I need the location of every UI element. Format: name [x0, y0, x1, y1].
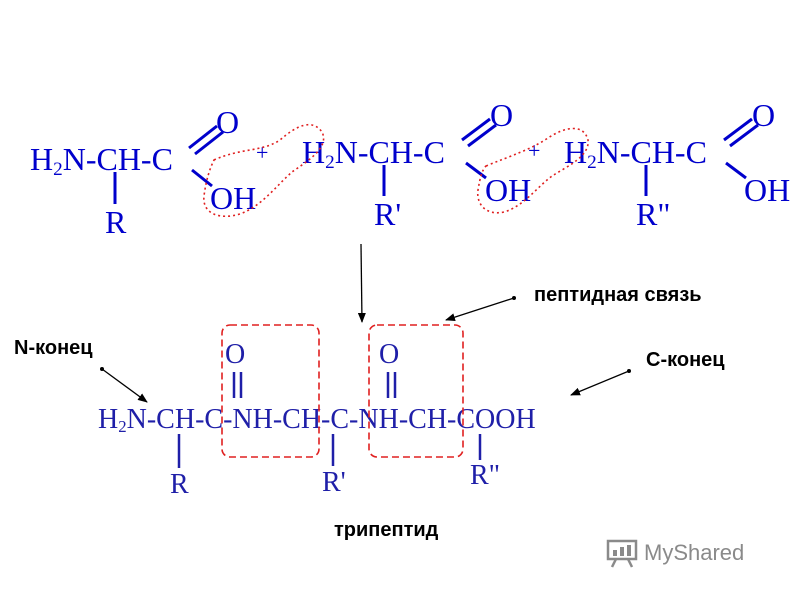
reactant-3-formula: H2N-CH-C: [564, 136, 707, 172]
subscript-2: 2: [587, 151, 597, 173]
hydrogen-symbol: H: [98, 404, 119, 435]
peptide-bond-box-1: [221, 324, 320, 458]
product-side-chain-1: R: [170, 469, 189, 500]
backbone-text: N-CH-C: [596, 134, 707, 170]
reactant-3-hydroxyl: OH: [744, 172, 791, 208]
backbone-text: N-CH-C-NH-CH-C-NH-CH-COOH: [126, 404, 536, 435]
product-formula: H2N-CH-C-NH-CH-C-NH-CH-COOH: [98, 406, 536, 436]
subscript-2: 2: [325, 151, 335, 173]
carbonyl-double-bond-b: [729, 123, 759, 148]
hydroxyl-bond: [191, 168, 213, 188]
reactant-1-bonds: [113, 124, 224, 204]
watermark-text: MyShared: [644, 540, 745, 565]
reactant-2-oxygen: O: [490, 97, 514, 133]
reactant-2-hydroxyl: OH: [485, 172, 532, 208]
reactant-2-formula: H2N-CH-C: [302, 136, 445, 172]
peptide-bond-label: пептидная связь: [534, 284, 702, 306]
n-terminus-label: N-конец: [14, 337, 93, 359]
hydrogen-symbol: H: [564, 134, 588, 170]
subscript-2: 2: [118, 417, 127, 437]
reactant-2-side-chain: R': [374, 196, 402, 232]
reactant-1-hydroxyl: OH: [210, 180, 257, 216]
hydroxyl-bond: [725, 161, 747, 180]
hydroxyl-bond: [465, 161, 487, 180]
presentation-board-icon: [606, 539, 638, 568]
carbonyl-double-bond-a: [461, 117, 491, 142]
reactant-3-side-chain: R": [636, 196, 671, 232]
reactant-1-side-chain: R: [105, 204, 127, 240]
reactant-1-oxygen: O: [216, 104, 240, 140]
product-bonds: [177, 372, 482, 468]
reaction-arrow: [357, 243, 366, 323]
carbonyl-double-bond-a: [723, 117, 753, 142]
hydrogen-symbol: H: [302, 134, 326, 170]
reactant-3-oxygen: O: [752, 97, 776, 133]
product-carbonyl-oxygen-2: O: [379, 339, 400, 370]
water-elimination-highlight-1: [203, 123, 325, 218]
carbonyl-double-bond-a: [188, 124, 218, 150]
n-terminus-pointer: [101, 368, 148, 403]
reactant-3-bonds: [644, 117, 759, 196]
peptide-bond-box-2: [368, 324, 464, 458]
watermark: MyShared: [606, 538, 744, 568]
c-terminus-pointer: [570, 370, 630, 396]
backbone-text: N-CH-C: [62, 141, 173, 177]
c-terminus-label: С-конец: [646, 349, 725, 371]
carbonyl-double-bond-b: [467, 123, 497, 148]
product-side-chain-3: R": [470, 460, 501, 491]
backbone-text: N-CH-C: [334, 134, 445, 170]
water-elimination-highlight-2: [477, 127, 589, 214]
plus-sign-1: +: [256, 140, 269, 165]
reactant-1-formula: H2N-CH-C: [30, 143, 173, 179]
carbonyl-double-bond-b: [194, 130, 224, 156]
product-carbonyl-oxygen-1: O: [225, 339, 246, 370]
subscript-2: 2: [53, 158, 63, 180]
tripeptide-label: трипептид: [334, 519, 439, 541]
reactant-2-bonds: [382, 117, 497, 196]
hydrogen-symbol: H: [30, 141, 54, 177]
peptide-bond-pointer: [445, 297, 515, 322]
product-side-chain-2: R': [322, 467, 346, 498]
